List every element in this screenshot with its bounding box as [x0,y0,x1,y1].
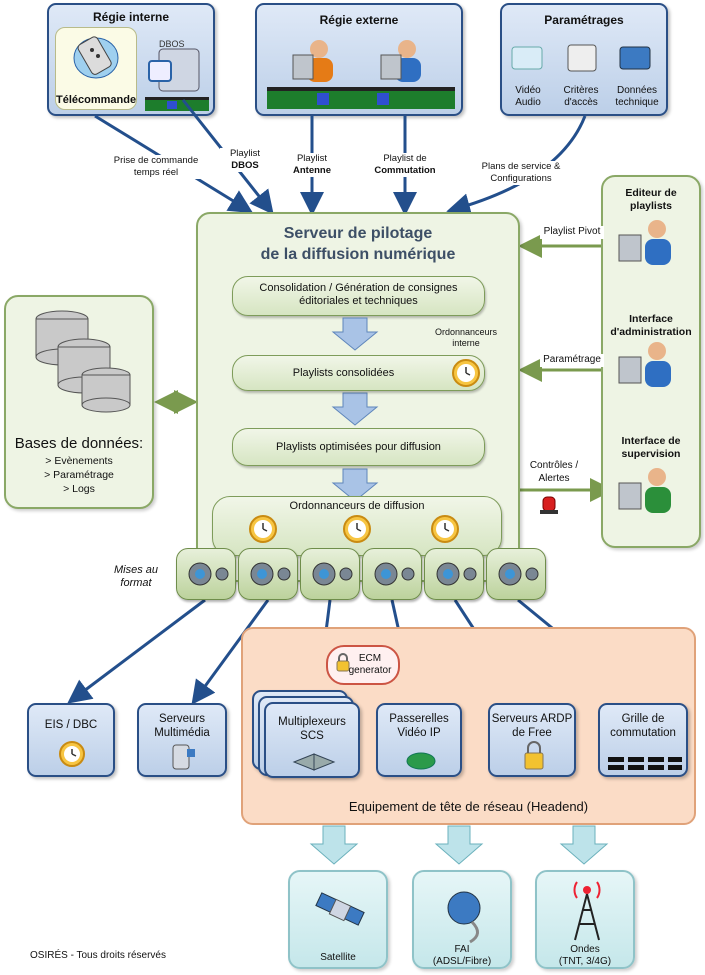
lock-icon [524,741,544,770]
globe-icon [447,891,481,944]
switch-grid-icon [608,757,682,770]
lock-icon [336,653,350,672]
multiplexer-icon [292,753,336,771]
clock-icons-row [249,515,459,543]
regie-externe-box: Régie externe [255,3,463,116]
satellite-icon [315,892,365,926]
ecm-generator: ECM generator [326,645,400,685]
parametrages-box: Paramétrages Vidéo Audio Critères d'accè… [500,3,668,116]
database-icon [35,310,131,413]
label-playlist-pivot: Playlist Pivot [540,226,604,239]
label-controles-alertes: Contrôles / Alertes [526,460,582,485]
antenna-tower-icon [573,881,601,941]
param-video-audio: Vidéo Audio [515,85,541,108]
db-item-evenements: > Evènements [45,455,113,467]
dbos-server-icon [145,48,209,111]
mises-au-format-label: Mises au format [113,564,159,590]
ordonnanceurs-interne-label: Ordonnanceurs interne [434,327,498,348]
serveurs-ardp-box: Serveurs ARDP de Free [488,703,576,777]
server-title-1: Serveur de pilotage [283,225,433,242]
operators-icon [267,40,455,109]
parametrages-title: Paramétrages [544,13,624,27]
db-item-parametrage: > Paramétrage [44,469,114,481]
remote-control-icon [73,36,119,79]
right-panel: Editeur de playlists Interface d'adminis… [601,175,701,548]
eis-dbc-box: EIS / DBC [27,703,115,777]
interface-admin-label: Interface d'administration [610,313,692,338]
fai-box: FAI (ADSL/Fibre) [412,870,512,969]
multiplexeurs-box: Multiplexeurs SCS [264,702,360,778]
label-plans-de-service: Plans de service & Configurations [478,161,564,185]
headend-label: Equipement de tête de réseau (Headend) [348,799,589,814]
db-item-logs: > Logs [63,483,95,495]
media-server-icon [172,744,195,770]
param-donnees-technique: Données technique [615,85,659,108]
dbos-label: DBOS [159,39,185,49]
regie-interne-box: Régie interne Télécommande DBOS [47,3,215,116]
server-title-2: de la diffusion numérique [260,246,456,263]
ondes-box: Ondes (TNT, 3/4G) [535,870,635,969]
param-criteres-acces: Critères d'accès [563,85,599,108]
interface-supervision-label: Interface de supervision [621,435,681,460]
step-playlists-consolidees: Playlists consolidées [232,355,485,391]
bases-de-donnees: Bases de données: > Evènements > Paramét… [4,295,154,509]
db-title: Bases de données: [14,435,144,452]
telecommande-panel: Télécommande [55,27,137,110]
clock-icon [59,741,85,767]
label-prise-de-commande: Prise de commande temps réel [108,155,204,179]
label-parametrage: Paramétrage [540,354,604,367]
parametrages-icons [511,44,651,72]
step-playlists-optimisees: Playlists optimisées pour diffusion [232,428,485,466]
step-consolidation: Consolidation / Génération de consignes … [232,276,485,316]
satellite-box: Satellite [288,870,388,969]
serveurs-multimedia-box: Serveurs Multimédia [137,703,227,777]
operator-icons [618,220,671,513]
passerelles-box: Passerelles Vidéo IP [376,703,462,777]
telecommande-label: Télécommande [56,94,137,106]
regie-interne-title: Régie interne [92,10,170,24]
footer-copyright: OSIRÉS - Tous droits réservés [30,950,166,961]
clock-icon [452,359,480,387]
router-icon [406,752,436,770]
editeur-playlists-label: Editeur de playlists [625,187,677,212]
grille-commutation-box: Grille de commutation [598,703,688,777]
regie-externe-title: Régie externe [319,13,399,27]
